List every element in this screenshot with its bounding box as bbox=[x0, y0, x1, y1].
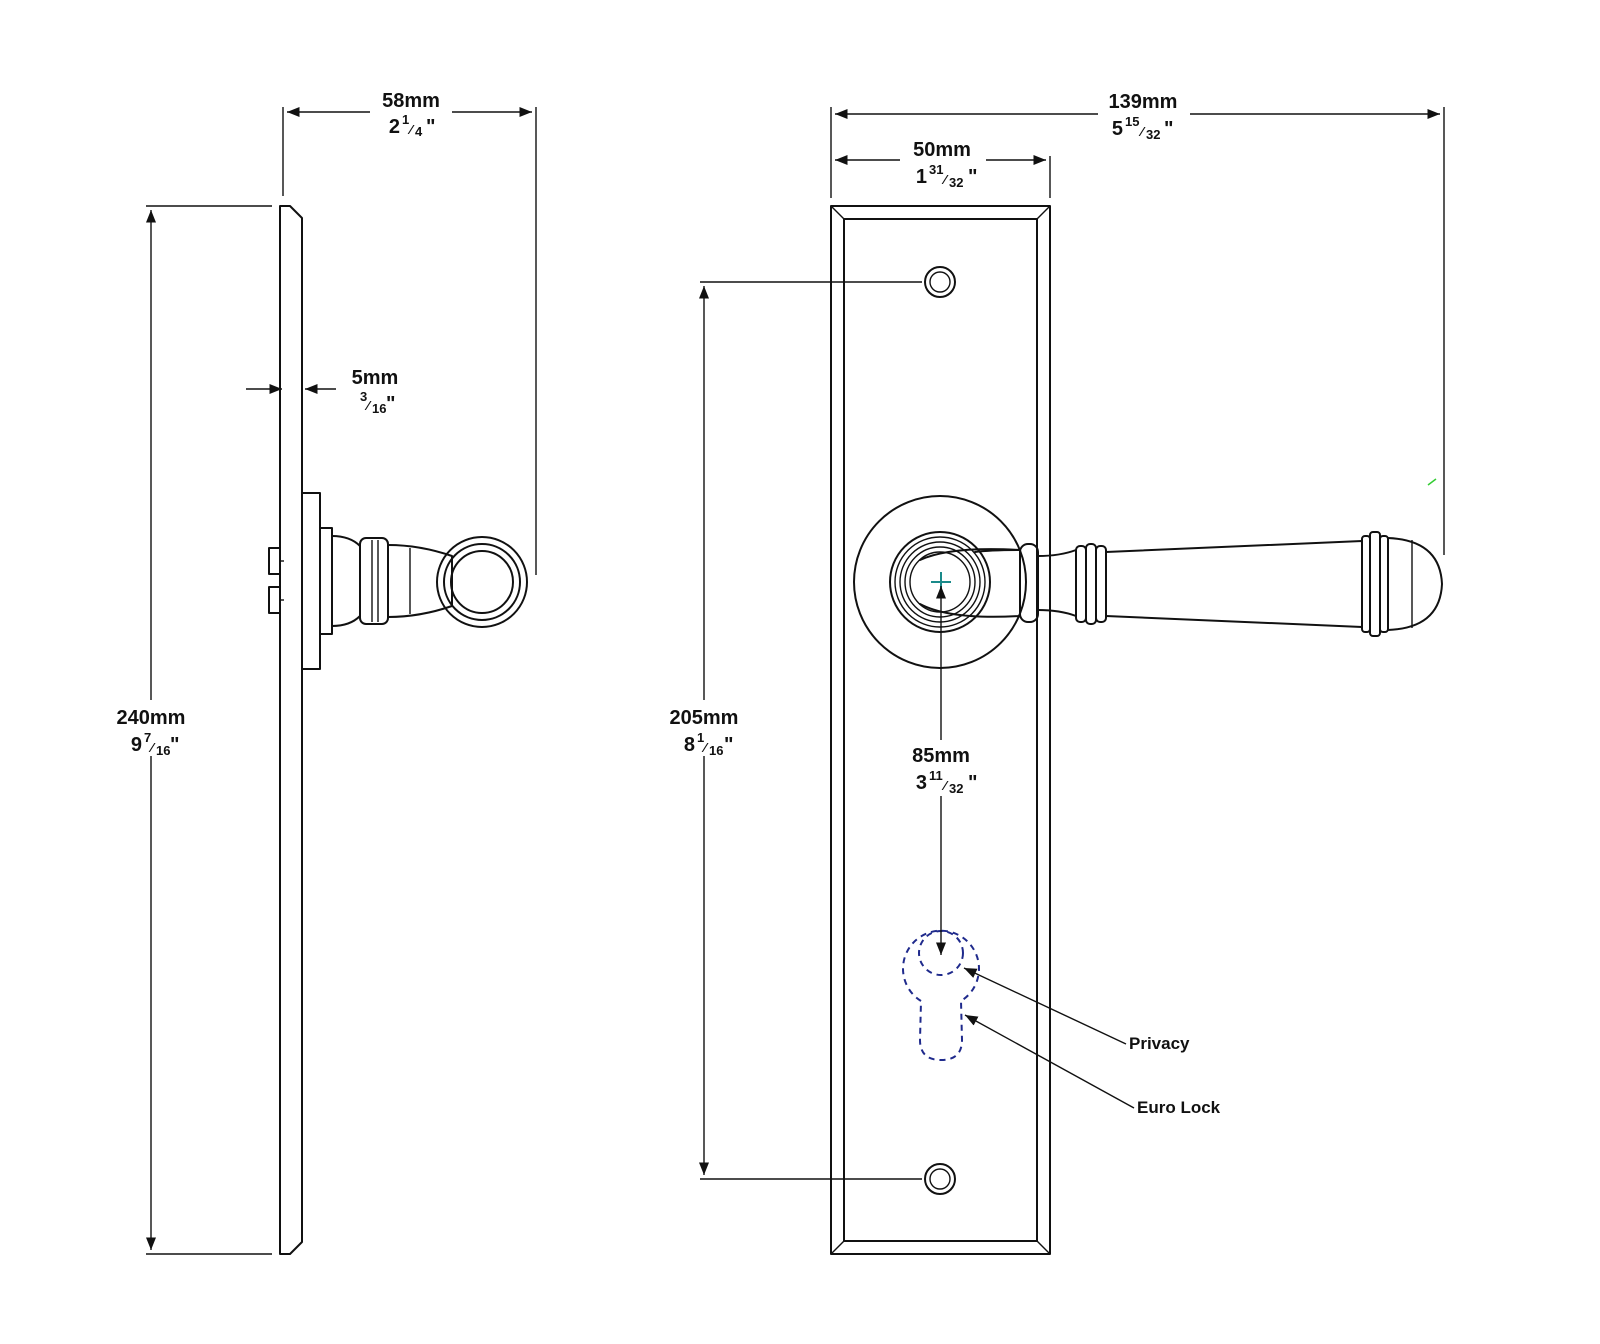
dim-plate-width-den: 32 bbox=[949, 175, 963, 190]
dim-plate-width-imperial: 1 bbox=[916, 166, 927, 188]
front-backplate-outer bbox=[830, 205, 1051, 1255]
dim-side-width-metric: 58mm bbox=[382, 90, 440, 112]
svg-text:⁄: ⁄ bbox=[1138, 124, 1146, 139]
side-rose-step bbox=[319, 527, 333, 635]
dim-plate-width-num: 31 bbox=[929, 162, 943, 177]
dim-side-width-unit: " bbox=[426, 116, 435, 138]
callout-privacy: Privacy bbox=[1129, 1034, 1190, 1053]
dim-fixing-centres-metric: 205mm bbox=[670, 707, 739, 729]
side-fixing-top bbox=[268, 547, 281, 575]
euro-lock-cutout bbox=[902, 929, 980, 1062]
dim-overall-width-den: 32 bbox=[1146, 127, 1160, 142]
dim-lever-lock-metric: 85mm bbox=[912, 745, 970, 767]
dim-thickness-den: 16 bbox=[372, 401, 386, 416]
dim-side-width-imperial: 2 bbox=[389, 116, 400, 138]
lever-handle bbox=[919, 531, 1443, 637]
side-rose bbox=[301, 492, 321, 670]
side-fixing-bottom bbox=[268, 586, 281, 614]
dim-thickness-num: 3 bbox=[360, 389, 367, 404]
front-view: Privacy Euro Lock 139mm 5 15 ⁄ 32 " 50mm… bbox=[660, 91, 1445, 1255]
dim-height-metric: 240mm bbox=[117, 707, 186, 729]
side-backplate bbox=[279, 205, 303, 1255]
svg-text:⁄: ⁄ bbox=[364, 398, 372, 413]
dim-overall-width-metric: 139mm bbox=[1109, 91, 1178, 113]
dim-fixing-centres-den: 16 bbox=[709, 743, 723, 758]
side-collar-ring bbox=[359, 537, 389, 625]
svg-text:⁄: ⁄ bbox=[941, 172, 949, 187]
svg-text:⁄: ⁄ bbox=[941, 778, 949, 793]
dim-fixing-centres-imperial: 8 bbox=[684, 734, 695, 756]
dim-height-num: 7 bbox=[144, 730, 151, 745]
front-backplate-inner bbox=[843, 218, 1038, 1242]
svg-text:⁄: ⁄ bbox=[701, 740, 709, 755]
dim-height-den: 16 bbox=[156, 743, 170, 758]
svg-text:⁄: ⁄ bbox=[407, 122, 415, 137]
dim-overall-width-imperial: 5 bbox=[1112, 118, 1123, 140]
side-lever-end-outer bbox=[436, 536, 528, 628]
dim-side-width-num: 1 bbox=[402, 112, 409, 127]
callout-euro-lock: Euro Lock bbox=[1137, 1098, 1221, 1117]
side-lever-end-mid bbox=[443, 543, 521, 621]
dim-lever-lock-num: 11 bbox=[929, 768, 943, 783]
dim-fixing-centres-num: 1 bbox=[697, 730, 704, 745]
side-lever-shank bbox=[387, 544, 453, 618]
dim-plate-width-unit: " bbox=[968, 166, 977, 188]
dim-side-width-den: 4 bbox=[415, 124, 423, 139]
side-lever-end-inner bbox=[450, 550, 514, 614]
dim-thickness-metric: 5mm bbox=[352, 367, 399, 389]
dim-lever-lock-imperial: 3 bbox=[916, 772, 927, 794]
dim-lever-lock-unit: " bbox=[968, 772, 977, 794]
dim-fixing-centres-unit: " bbox=[724, 734, 733, 756]
fixing-hole-bottom bbox=[924, 1163, 956, 1195]
svg-text:⁄: ⁄ bbox=[148, 740, 156, 755]
side-collar bbox=[331, 535, 361, 627]
dim-plate-width-metric: 50mm bbox=[913, 139, 971, 161]
dim-thickness-unit: " bbox=[386, 393, 395, 415]
dim-height-unit: " bbox=[170, 734, 179, 756]
dim-lever-lock-den: 32 bbox=[949, 781, 963, 796]
dim-overall-width-num: 15 bbox=[1125, 114, 1139, 129]
fixing-hole-top bbox=[924, 266, 956, 298]
dim-height-imperial: 9 bbox=[131, 734, 142, 756]
dim-overall-width-unit: " bbox=[1164, 118, 1173, 140]
side-view: 58mm 2 1 ⁄ 4 " 5mm 3 ⁄ 16 " 240mm 9 7 ⁄ … bbox=[108, 90, 537, 1255]
